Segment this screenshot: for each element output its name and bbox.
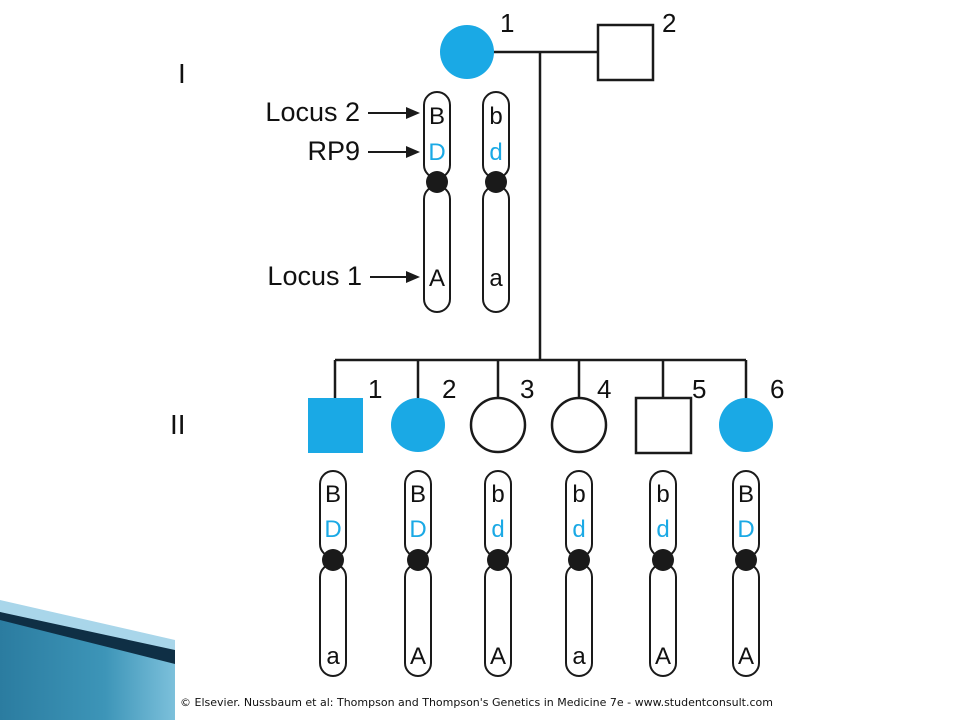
- allele-rp9: D: [409, 516, 426, 543]
- generation-label-II: II: [170, 409, 186, 440]
- chromosome-long-arm: [482, 185, 510, 313]
- allele-rp9: D: [737, 516, 754, 543]
- individual-number: 5: [692, 374, 706, 404]
- affected-female-symbol: [719, 398, 773, 452]
- gen1-chromosome-2: b d a: [482, 91, 510, 313]
- arrow-icon: [370, 271, 420, 283]
- chromosome: B D A: [732, 470, 760, 677]
- chromosome: B D A: [404, 470, 432, 677]
- chromosome: b d A: [484, 470, 512, 677]
- gen1-chromosome-1: B D A: [423, 91, 451, 313]
- decoration-teal-band: [0, 612, 175, 720]
- centromere: [322, 549, 344, 571]
- gen1-individual-2: 2: [596, 8, 676, 82]
- gen2-individual-3: 3 b d A: [469, 374, 534, 677]
- allele-locus-2: B: [429, 103, 445, 130]
- allele-locus-1: a: [326, 643, 340, 670]
- gen2-individual-1: 1 B D a: [308, 374, 382, 677]
- copyright-credit: © Elsevier. Nussbaum et al: Thompson and…: [180, 696, 773, 709]
- allele-locus-2: B: [325, 481, 341, 508]
- allele-rp9: d: [491, 516, 504, 543]
- individual-number: 2: [662, 8, 676, 38]
- individual-number: 3: [520, 374, 534, 404]
- individual-number: 1: [500, 8, 514, 38]
- centromere: [568, 549, 590, 571]
- allele-locus-2: b: [491, 481, 504, 508]
- allele-locus-2: B: [738, 481, 754, 508]
- rp9-label: RP9: [307, 136, 360, 166]
- centromere: [407, 549, 429, 571]
- centromere: [485, 171, 507, 193]
- slide-decoration: [0, 600, 175, 720]
- allele-locus-1: A: [490, 643, 506, 670]
- chromosome: b d a: [565, 470, 593, 677]
- centromere: [426, 171, 448, 193]
- decoration-dark-stripe: [0, 612, 175, 664]
- gen2-individual-6: 6 B D A: [719, 374, 784, 677]
- allele-rp9: D: [428, 139, 445, 166]
- allele-locus-1: A: [410, 643, 426, 670]
- chromosome: b d A: [649, 470, 677, 677]
- affected-female-symbol: [391, 398, 445, 452]
- allele-locus-1: A: [738, 643, 754, 670]
- affected-female-symbol: [440, 25, 494, 79]
- individual-number: 4: [597, 374, 611, 404]
- locus-labels: Locus 2 RP9 Locus 1: [265, 97, 420, 291]
- locus-2-label: Locus 2: [265, 97, 360, 127]
- centromere: [652, 549, 674, 571]
- gen2-individual-4: 4 b d a: [550, 374, 611, 677]
- locus-1-label: Locus 1: [267, 261, 362, 291]
- allele-locus-1: A: [655, 643, 671, 670]
- unaffected-male-symbol: [634, 396, 693, 455]
- individual-number: 6: [770, 374, 784, 404]
- unaffected-female-symbol: [469, 396, 527, 454]
- affected-male-symbol: [308, 398, 363, 453]
- allele-rp9: d: [656, 516, 669, 543]
- allele-rp9: d: [572, 516, 585, 543]
- chromosome: B D a: [319, 470, 347, 677]
- gen2-individual-5: 5 b d A: [634, 374, 706, 677]
- allele-rp9: d: [489, 139, 502, 166]
- centromere: [735, 549, 757, 571]
- unaffected-male-symbol: [596, 23, 655, 82]
- allele-locus-2: b: [656, 481, 669, 508]
- unaffected-female-symbol: [550, 396, 608, 454]
- individual-number: 2: [442, 374, 456, 404]
- gen1-individual-1: 1: [440, 8, 514, 79]
- individual-number: 1: [368, 374, 382, 404]
- allele-locus-1: a: [489, 265, 503, 292]
- gen2-individual-2: 2 B D A: [391, 374, 456, 677]
- centromere: [487, 549, 509, 571]
- pedigree-lines: [333, 50, 748, 398]
- arrow-icon: [368, 146, 420, 158]
- allele-locus-1: A: [429, 265, 445, 292]
- chromosome-long-arm: [423, 185, 451, 313]
- allele-locus-1: a: [572, 643, 586, 670]
- allele-locus-2: b: [572, 481, 585, 508]
- allele-locus-2: b: [489, 103, 502, 130]
- arrow-icon: [368, 107, 420, 119]
- generation-label-I: I: [178, 58, 186, 89]
- allele-locus-2: B: [410, 481, 426, 508]
- allele-rp9: D: [324, 516, 341, 543]
